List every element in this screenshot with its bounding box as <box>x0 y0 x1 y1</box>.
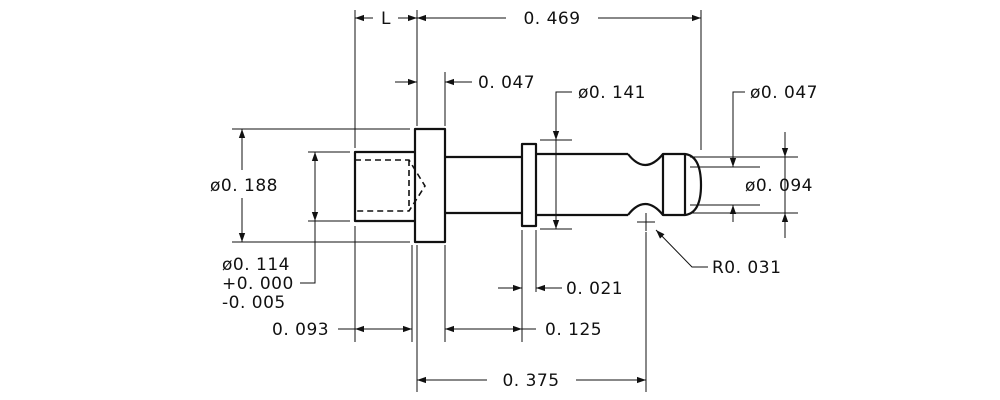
label-collar-thickness: 0. 021 <box>566 279 623 299</box>
label-bore-tol-plus: +0. 000 <box>222 274 294 294</box>
hidden-bore <box>355 159 426 212</box>
dim-line-tip-diameter <box>729 91 745 167</box>
label-head-thickness: 0. 047 <box>478 73 535 93</box>
label-collar-position: 0. 125 <box>545 320 602 340</box>
dim-line-collar-diameter <box>552 91 572 140</box>
label-head-diameter: ø0. 188 <box>210 176 278 196</box>
head-flange <box>413 127 447 244</box>
label-groove-radius: R0. 031 <box>712 258 781 278</box>
receptacle-body <box>353 150 415 223</box>
collar <box>520 142 538 228</box>
label-ball-diameter: ø0. 094 <box>745 176 813 196</box>
groove-bottom <box>627 202 664 216</box>
label-bore-tol-minus: -0. 005 <box>222 293 286 313</box>
dim-leader-groove-radius <box>655 229 708 268</box>
label-bore-depth: 0. 093 <box>272 320 329 340</box>
part-outline <box>353 127 703 244</box>
groove-top <box>627 153 664 167</box>
ball-tip <box>661 152 703 217</box>
label-overall-length: 0. 469 <box>523 9 580 29</box>
label-collar-diameter: ø0. 141 <box>578 83 646 103</box>
label-bore-diameter: ø0. 114 <box>222 255 290 275</box>
label-L: L <box>381 9 391 29</box>
dimension-lines <box>238 14 789 384</box>
label-tip-diameter: ø0. 047 <box>750 83 818 103</box>
label-groove-position: 0. 375 <box>502 371 559 391</box>
dimension-labels: L 0. 469 0. 047 ø0. 141 ø0. 047 ø0. 188 … <box>210 9 818 391</box>
